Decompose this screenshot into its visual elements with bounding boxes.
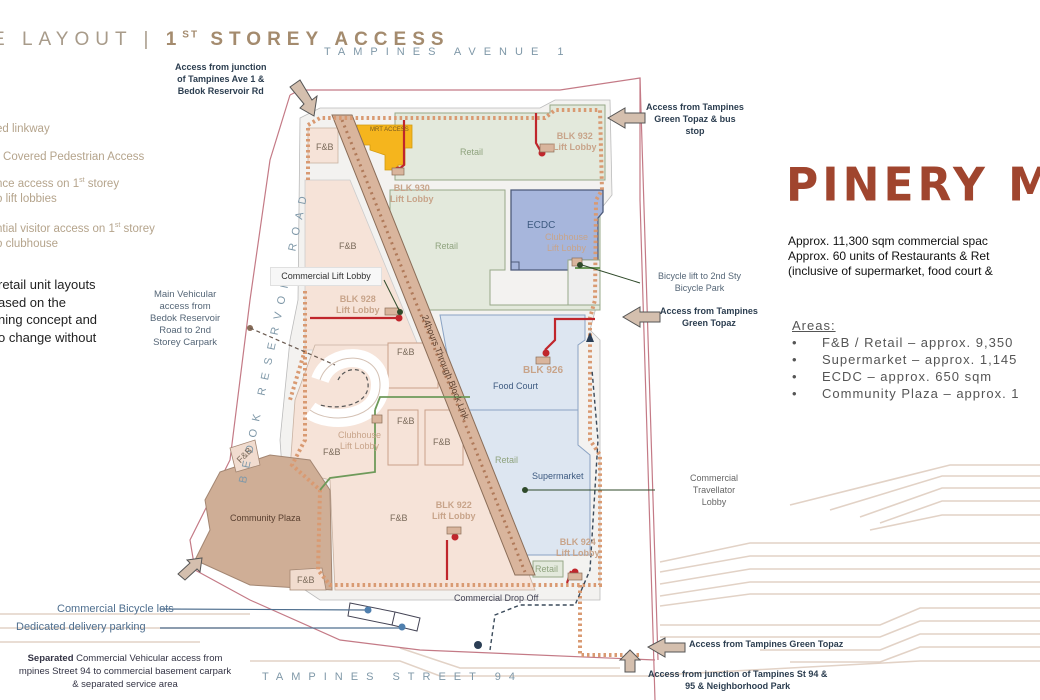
callout-green-topaz-bottom: Access from Tampines Green Topaz: [689, 639, 844, 649]
contour-lines: [0, 464, 1040, 677]
zone-label-fb-lower: F&B: [390, 513, 408, 523]
callout-drop-off: Commercial Drop Off: [454, 593, 539, 603]
zone-label-fb-d: F&B: [323, 447, 341, 457]
blk926-label: BLK 926: [523, 365, 564, 376]
area-item: •ECDC – approx. 650 sqm: [792, 369, 993, 384]
clubhouse-path: [319, 396, 470, 491]
zone-label-retail-mid: Retail: [435, 241, 459, 251]
zone-label-retail-bottom: Retail: [535, 564, 559, 574]
legend-item-linkway: ed linkway: [0, 123, 50, 135]
zone-label-fb-a: F&B: [397, 347, 415, 357]
legend-item-lift-lobbies: nce access on 1st storey o lift lobbies: [0, 177, 120, 205]
access-arrows: [177, 79, 686, 673]
road-label-bottom: TAMPINES STREET 94: [262, 671, 523, 683]
covered-linkway: [289, 108, 605, 587]
zone-label-retail: Retail: [460, 147, 484, 157]
page-title: E LAYOUT | 1ST STOREY ACCESS: [0, 29, 450, 51]
zone-label-food-court: Food Court: [493, 381, 539, 391]
zone-label-fb-plaza-bottom: F&B: [297, 575, 315, 585]
through-block-link: [331, 114, 536, 576]
area-item: •Community Plaza – approx. 1: [792, 386, 1020, 401]
title-prefix: E LAYOUT |: [0, 29, 166, 50]
callout-junction-bottom: Access from junction of Tampines St 94 &…: [648, 669, 828, 691]
zone-fb-small: [307, 127, 339, 164]
commercial-vehicular-note: Separated Commercial Vehicular access fr…: [18, 653, 232, 690]
zone-label-ecdc: ECDC: [527, 220, 556, 231]
zone-label-fb-b: F&B: [397, 416, 415, 426]
info-line-3: (inclusive of supermarket, food court &: [788, 264, 993, 278]
area-item: •F&B / Retail – approx. 9,350: [792, 335, 1014, 350]
info-line-2: Approx. 60 units of Restaurants & Ret: [788, 249, 990, 263]
zone-label-fb-c: F&B: [433, 437, 451, 447]
areas-title: Areas:: [792, 318, 836, 333]
bicycle-lots-label: Commercial Bicycle lots: [57, 603, 174, 615]
legend-item-covered-access: r Covered Pedestrian Access: [0, 151, 145, 163]
zone-label-fb: F&B: [316, 142, 334, 152]
zone-label-supermarket: Supermarket: [532, 471, 584, 481]
zone-label-retail-super: Retail: [495, 455, 519, 465]
mrt-access-label: MRT ACCESS: [370, 127, 409, 133]
road-label-top: TAMPINES AVENUE 1: [324, 46, 572, 58]
zone-label-fb-left: F&B: [339, 241, 357, 251]
zone-label-community-plaza: Community Plaza: [230, 513, 301, 523]
area-item: •Supermarket – approx. 1,145: [792, 352, 1018, 367]
title-storey: 1ST STOREY ACCESS: [165, 29, 450, 50]
zone-ecdc: [510, 189, 604, 271]
layout-disclaimer: retail unit layouts ased on the ning con…: [0, 277, 98, 345]
zone-retail-top: [394, 104, 606, 181]
info-line-1: Approx. 11,300 sqm commercial spac: [788, 234, 988, 248]
legend-item-clubhouse: ntial visitor access on 1st storey o clu…: [0, 222, 155, 250]
brand-logo: PINERY MA: [786, 158, 1040, 213]
delivery-parking-label: Dedicated delivery parking: [16, 621, 146, 633]
commercial-lift-lobby: Commercial Lift Lobby: [270, 267, 382, 286]
